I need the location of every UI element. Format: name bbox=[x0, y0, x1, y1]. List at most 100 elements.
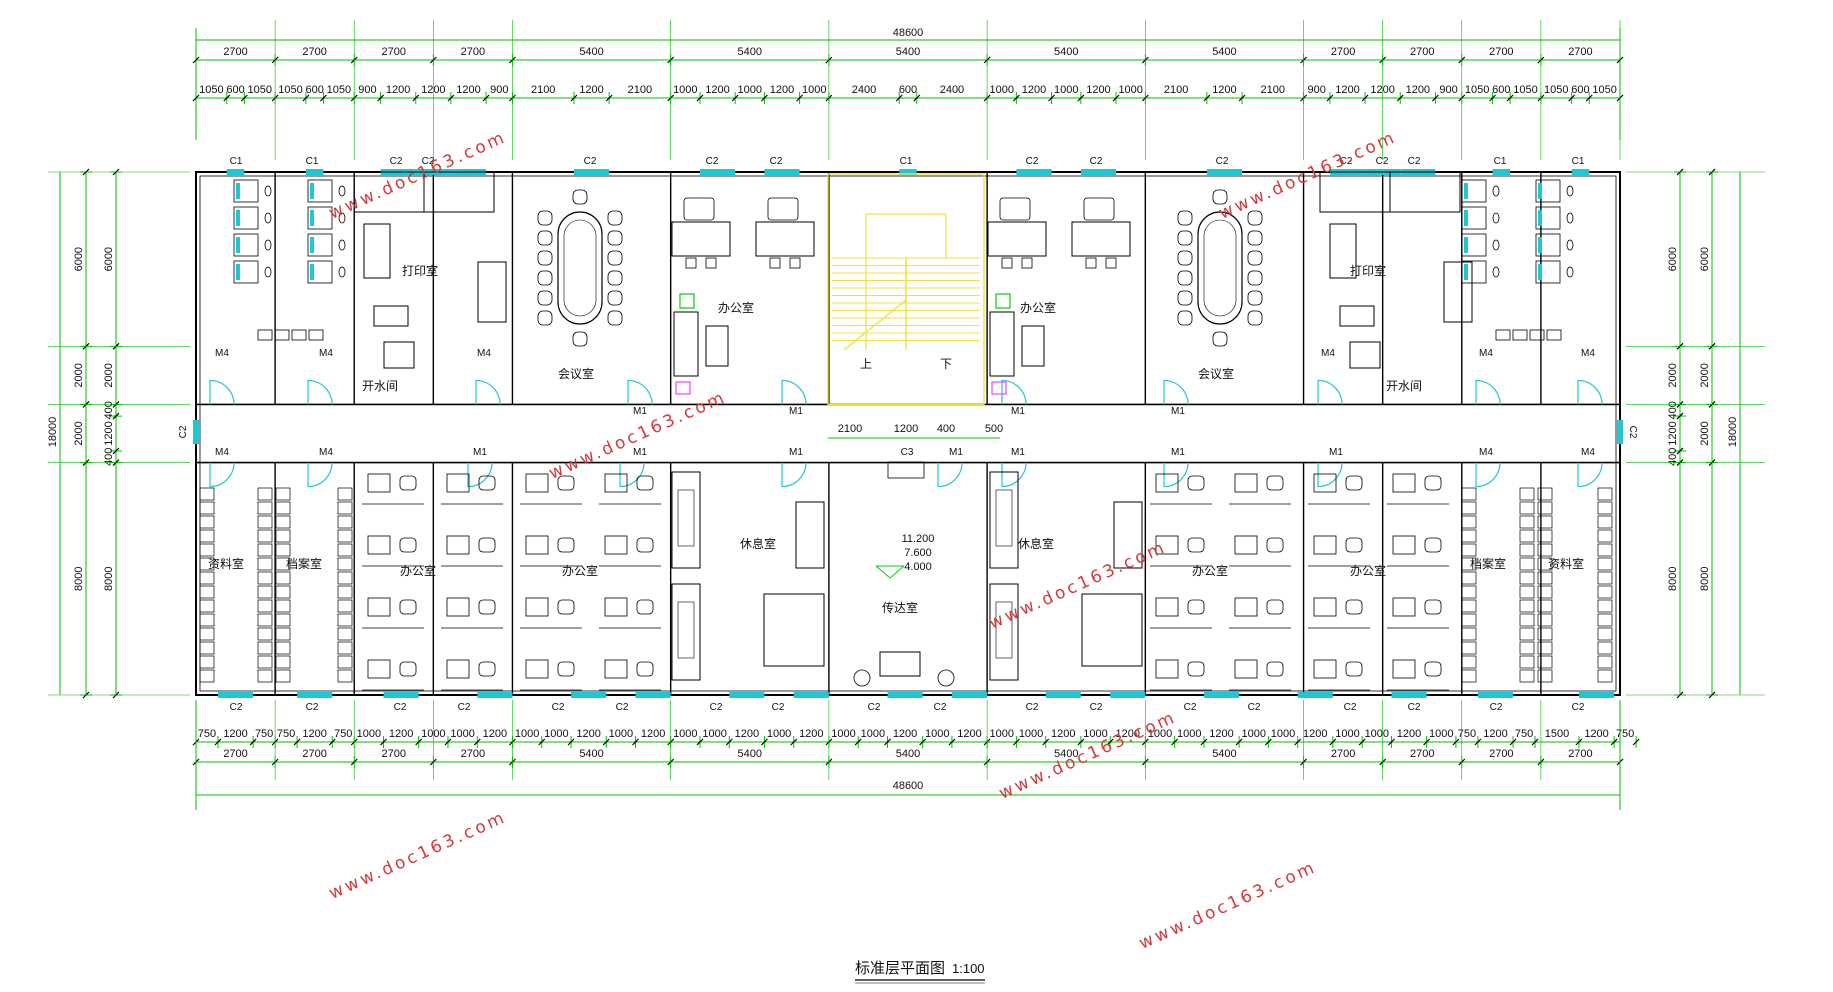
archive-5-shelf bbox=[1519, 515, 1535, 529]
toilet-east-1-door bbox=[1464, 237, 1468, 253]
office-north-west-stool bbox=[769, 257, 781, 269]
archive-0-shelf bbox=[199, 515, 215, 529]
archive-2-shelf bbox=[275, 641, 291, 655]
meeting-east-chair bbox=[1177, 250, 1193, 266]
door-tag-m1: M1 bbox=[473, 447, 487, 458]
window-tag-south: C2 bbox=[934, 702, 947, 713]
dim-bottom-row1-label: 1200 bbox=[735, 728, 759, 740]
room-label-print-east: 打印室 bbox=[1350, 263, 1386, 278]
dim-bottom-row1-slash bbox=[632, 738, 639, 746]
archive-1-shelf bbox=[257, 641, 273, 655]
office-north-west-stool bbox=[705, 257, 717, 269]
dim-bottom-row1-label: 1000 bbox=[1335, 728, 1359, 740]
archive-3-shelf bbox=[337, 641, 353, 655]
meeting-east-chair bbox=[1177, 210, 1193, 226]
dim-top-row2-slash bbox=[1112, 94, 1120, 102]
lounge-west-sofa bbox=[671, 583, 701, 681]
dim-bottom-row1-slash bbox=[1388, 738, 1395, 746]
archive-4-shelf bbox=[1461, 585, 1477, 599]
watermarks: www.doc163.comwww.doc163.comwww.doc163.c… bbox=[326, 127, 1400, 953]
dim-right-inner-label: 1200 bbox=[1667, 421, 1679, 445]
window-south bbox=[297, 692, 333, 698]
lounge-east-sofa-inner bbox=[995, 601, 1013, 659]
window-tag-south: C2 bbox=[552, 702, 565, 713]
lounge-east-sofa-inner bbox=[995, 489, 1013, 547]
window-tag-east: C2 bbox=[1627, 426, 1638, 439]
dim-right-outer-label: 6000 bbox=[1699, 247, 1711, 271]
office-south-1-chair bbox=[478, 599, 496, 615]
dim-bottom-row2-label: 2700 bbox=[302, 748, 326, 760]
dim-bottom-row1-slash bbox=[1452, 738, 1460, 746]
window-north bbox=[899, 169, 917, 175]
dim-top-row1-label: 2700 bbox=[223, 46, 247, 58]
archive-6-shelf bbox=[1537, 515, 1553, 529]
toilet-east-2-stall bbox=[1535, 260, 1561, 284]
dim-bottom-row1-slash bbox=[1474, 738, 1482, 746]
window-south bbox=[217, 692, 254, 698]
toilet-west-1-door bbox=[236, 237, 240, 253]
archive-6-shelf bbox=[1537, 641, 1553, 655]
archive-6-shelf bbox=[1537, 571, 1553, 585]
dim-bottom-row1-label: 1000 bbox=[450, 728, 474, 740]
archive-5-shelf bbox=[1519, 543, 1535, 557]
office-south-4-chair bbox=[1424, 475, 1442, 491]
office-south-2-chair bbox=[557, 475, 575, 491]
door-tag-m4: M4 bbox=[319, 348, 333, 359]
archive-2-shelf bbox=[275, 501, 291, 515]
room-label-office-north-east: 办公室 bbox=[1020, 300, 1056, 315]
print-east-copier bbox=[1349, 341, 1381, 369]
lounge-west-sofa-inner bbox=[677, 601, 695, 659]
print-west-shelf bbox=[363, 223, 391, 279]
meeting-west-chair bbox=[537, 210, 553, 226]
dim-top-row2-slash bbox=[482, 94, 490, 102]
door-swing-south bbox=[619, 462, 645, 488]
archive-1-shelf bbox=[257, 571, 273, 585]
archive-5-shelf bbox=[1519, 613, 1535, 627]
office-north-east-plant bbox=[995, 293, 1011, 309]
door-tag-m1: M1 bbox=[1171, 406, 1185, 417]
window-tag-south: C2 bbox=[394, 702, 407, 713]
dim-bottom-row1-label: 750 bbox=[1616, 728, 1634, 740]
meeting-east-chair bbox=[1177, 230, 1193, 246]
archive-5-shelf bbox=[1519, 599, 1535, 613]
dim-bottom-row1-slash bbox=[1423, 738, 1431, 746]
dim-top-row2-label: 1000 bbox=[738, 84, 762, 96]
window-tag-north: C2 bbox=[584, 156, 597, 167]
dim-top-row2-label: 1050 bbox=[278, 84, 302, 96]
archive-6-shelf bbox=[1537, 585, 1553, 599]
archive-3-shelf bbox=[337, 585, 353, 599]
window-south bbox=[383, 692, 419, 698]
dim-top-row2-slash bbox=[913, 94, 921, 102]
dim-top-row2-slash bbox=[412, 94, 420, 102]
dim-top-row2-label: 900 bbox=[490, 84, 508, 96]
archive-6-shelf bbox=[1537, 543, 1553, 557]
outer-wall-inner bbox=[199, 175, 1617, 692]
dim-right-inner-slash bbox=[1676, 447, 1684, 455]
archive-6-shelf bbox=[1537, 501, 1553, 515]
room-label-office-south-4: 办公室 bbox=[1350, 563, 1386, 578]
dim-top-row1-slash bbox=[192, 56, 200, 64]
archive-0-shelf bbox=[199, 655, 215, 669]
dim-bottom-row1-label: 1200 bbox=[799, 728, 823, 740]
corridor-dim-3: 500 bbox=[985, 423, 1003, 435]
dim-top-row1-label: 5400 bbox=[1212, 46, 1236, 58]
door-tag-m4: M4 bbox=[1581, 348, 1595, 359]
office-south-2-chair bbox=[636, 661, 654, 677]
office-north-east-chair bbox=[999, 197, 1031, 221]
sink bbox=[1512, 329, 1528, 341]
dim-bottom-row1-slash bbox=[415, 738, 423, 746]
archive-7-shelf bbox=[1597, 571, 1613, 585]
dim-top-row2-label: 1000 bbox=[990, 84, 1014, 96]
dim-right-total-label: 18000 bbox=[1727, 417, 1739, 448]
archive-4-shelf bbox=[1461, 655, 1477, 669]
dim-right-inner-slash bbox=[1676, 412, 1684, 420]
archive-3-shelf bbox=[337, 529, 353, 543]
room-label-meeting-east: 会议室 bbox=[1198, 366, 1234, 381]
office-north-east-table bbox=[1021, 325, 1045, 367]
archive-1-shelf bbox=[257, 627, 273, 641]
dim-bottom-row1-label: 1000 bbox=[861, 728, 885, 740]
archive-7-shelf bbox=[1597, 529, 1613, 543]
reception-plant bbox=[853, 669, 871, 687]
office-south-4-desk bbox=[1392, 535, 1416, 555]
